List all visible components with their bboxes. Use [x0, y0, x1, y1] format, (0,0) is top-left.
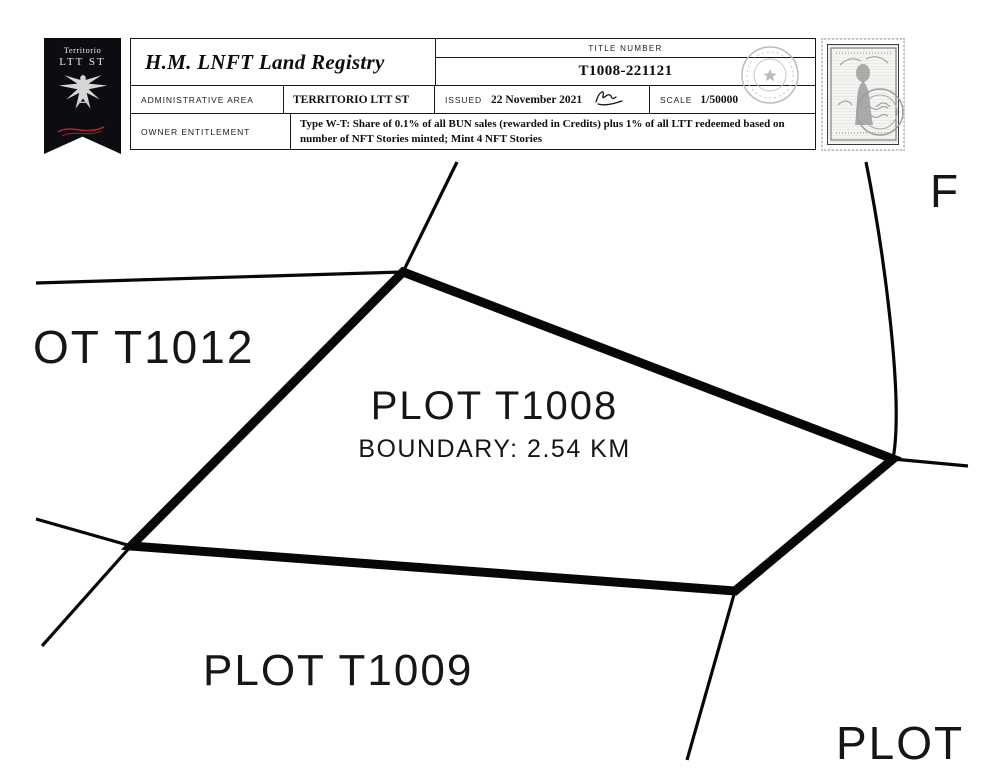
boundary-line-right-upper — [864, 161, 898, 460]
registry-title: H.M. LNFT Land Registry — [145, 49, 385, 74]
plot-bottom-right-label: PLOT — [836, 717, 965, 769]
plot-top-right-label: F — [930, 165, 961, 217]
registry-title-cell: H.M. LNFT Land Registry — [131, 39, 436, 85]
issued-signature — [595, 90, 623, 106]
boundary-line-right — [892, 457, 969, 468]
scale-label: SCALE — [660, 94, 693, 105]
banner-org-name: Territorio — [63, 45, 102, 55]
boundary-line-bottom — [685, 590, 737, 761]
owner-entitlement-label: OWNER ENTITLEMENT — [131, 114, 291, 149]
plot-t1008-boundary-length: BOUNDARY: 2.54 KM — [358, 435, 631, 463]
banner-org-abbr: LTT ST — [59, 56, 106, 68]
plot-t1009-label: PLOT T1009 — [203, 646, 474, 695]
plot-t1012-label: OT T1012 — [33, 321, 255, 373]
eagle-emblem-icon — [58, 74, 107, 109]
title-number-value: T1008-221121 — [578, 63, 673, 79]
scale-value: 1/50000 — [700, 93, 739, 106]
postage-stamp — [821, 38, 905, 151]
issued-date: 22 November 2021 — [491, 93, 583, 106]
registry-header-table: H.M. LNFT Land Registry TITLE NUMBER T10… — [130, 38, 816, 150]
header-row-title: H.M. LNFT Land Registry TITLE NUMBER T10… — [131, 39, 815, 86]
owner-entitlement-text: Type W-T: Share of 0.1% of all BUN sales… — [300, 118, 785, 145]
banner-red-mark — [57, 126, 105, 137]
title-number-label: TITLE NUMBER — [436, 39, 815, 58]
plot-t1008-label-group: PLOT T1008 BOUNDARY: 2.54 KM — [292, 384, 697, 464]
boundary-line-bottom-left — [40, 544, 133, 648]
stamp-engraving — [827, 44, 899, 145]
boundary-line-left-upper — [35, 270, 404, 285]
boundary-line-left-lower — [35, 517, 132, 548]
title-number-cell: TITLE NUMBER T1008-221121 — [436, 39, 815, 85]
issued-label: ISSUED — [445, 94, 483, 105]
admin-area-label: ADMINISTRATIVE AREA — [131, 86, 284, 114]
header-row-meta: ADMINISTRATIVE AREA TERRITORIO LTT ST IS… — [131, 86, 815, 115]
plot-t1008-boundary — [120, 266, 902, 596]
territorio-banner: Territorio LTT ST — [44, 38, 121, 154]
header-row-owner: OWNER ENTITLEMENT Type W-T: Share of 0.1… — [131, 114, 815, 149]
plot-t1008-label: PLOT T1008 — [370, 384, 619, 428]
admin-area-value: TERRITORIO LTT ST — [284, 86, 435, 114]
boundary-line-top — [401, 161, 459, 273]
